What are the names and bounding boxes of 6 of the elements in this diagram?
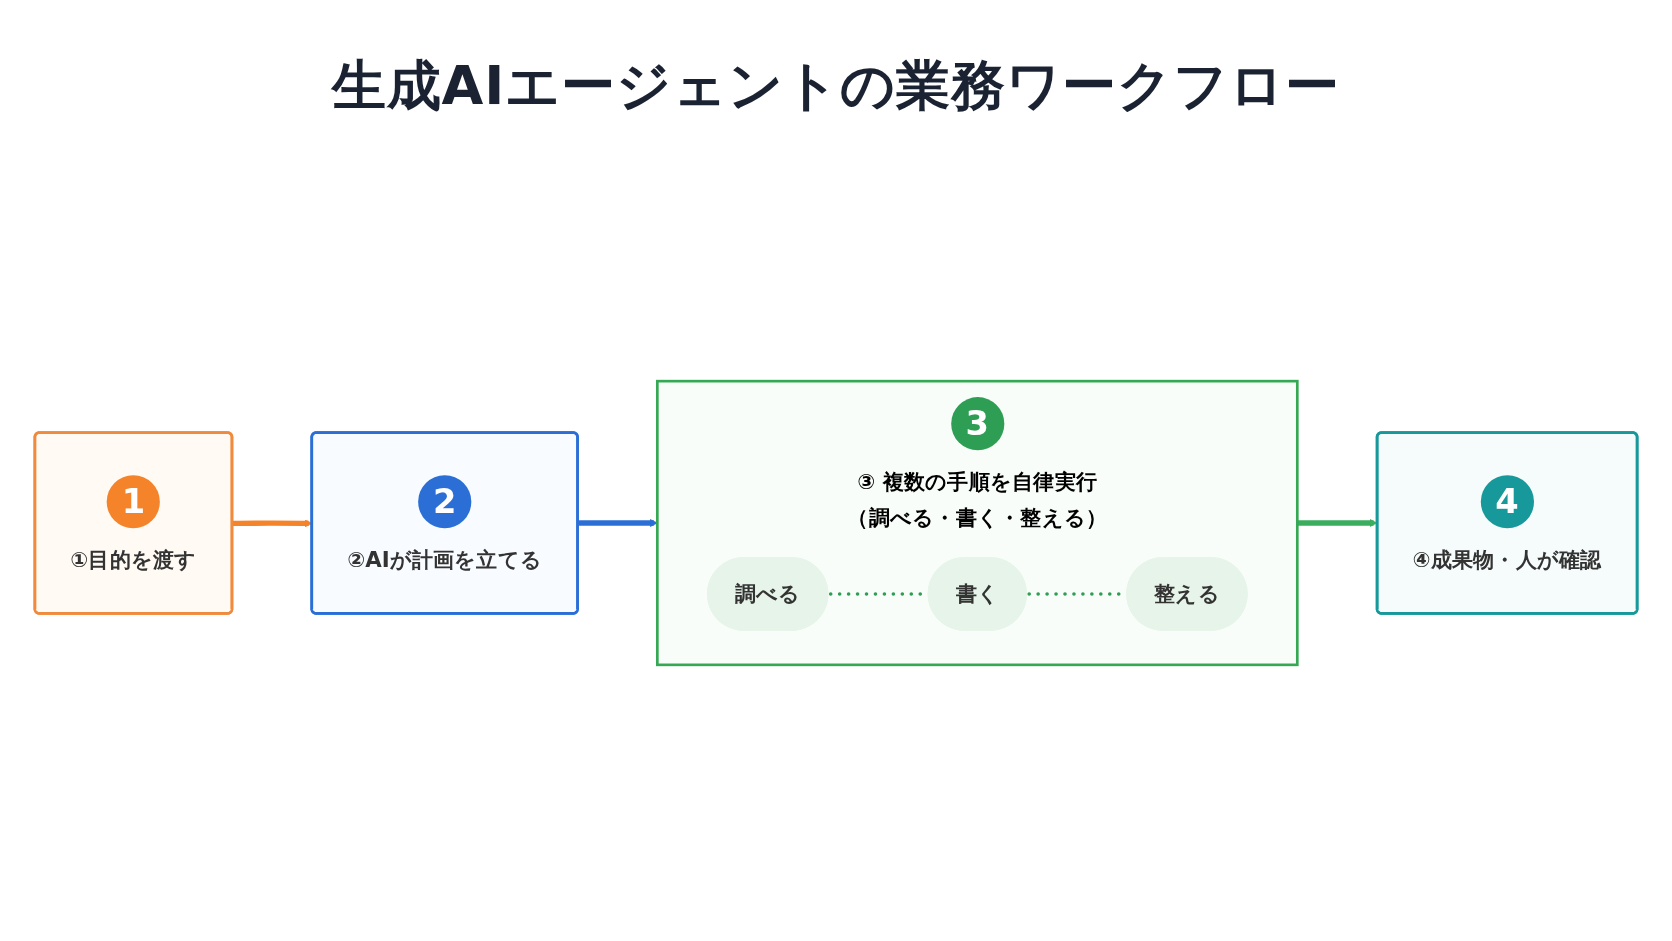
arrow [1297,519,1378,527]
step-card: 2 ②AIが計画を立てる [310,431,579,615]
step-card: 1 ①目的を渡す [33,431,234,615]
arrow [577,519,658,527]
title: 生成AIエージェントの業務ワークフロー [331,53,1341,119]
step-card: 4 ④成果物・人が確認 [1375,431,1639,615]
